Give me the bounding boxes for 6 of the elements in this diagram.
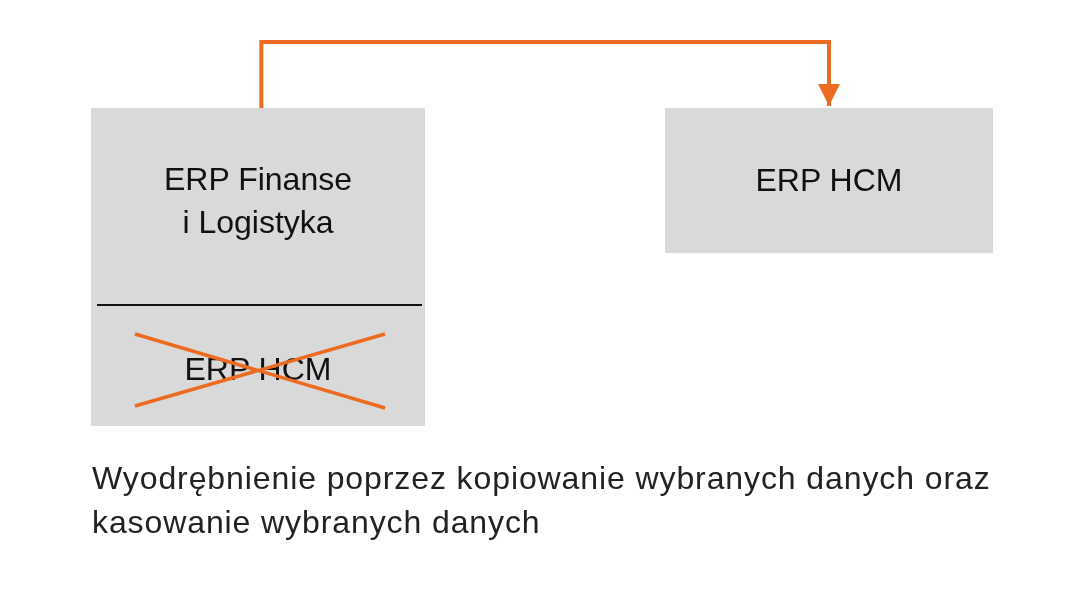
box-title: ERP HCM [755, 161, 903, 200]
connector-arrow [259, 40, 840, 108]
caption: Wyodrębnienie poprzez kopiowanie wybranych danych oraz kasowanie wybranych danych [92, 460, 991, 540]
system-box [665, 108, 993, 253]
system-box [91, 108, 425, 426]
box-title: ERP Finanse i Logistyka [163, 160, 353, 242]
